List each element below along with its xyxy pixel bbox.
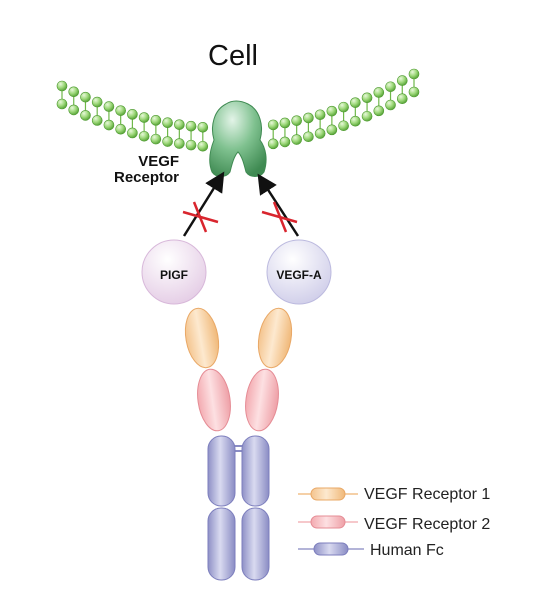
lipid-head (80, 110, 91, 121)
lipid-head (373, 105, 385, 117)
lipid-head (408, 86, 420, 98)
lipid-head (267, 119, 279, 131)
receptor-label: VEGF Receptor (114, 154, 179, 186)
lipid-head (115, 123, 126, 135)
legend-swatch-receptor2-icon (298, 515, 358, 529)
lipid-head (396, 75, 408, 86)
blocked-cross-left-icon (182, 201, 219, 233)
lipid-head (174, 138, 185, 149)
lipid-head (162, 136, 173, 147)
vegf-receptor1-domain-left (184, 307, 220, 369)
lipid-head (303, 131, 314, 143)
ligand-vegfa-label: VEGF-A (276, 268, 322, 282)
lipid-head (56, 98, 68, 110)
lipid-head (138, 112, 150, 123)
legend-label-fc: Human Fc (370, 542, 444, 559)
lipid-head (68, 86, 80, 98)
lipid-head (350, 115, 361, 127)
lipid-head (338, 101, 349, 113)
lipid-head (138, 130, 150, 142)
legend-swatch-fc-icon (298, 542, 364, 556)
lipid-head (197, 121, 209, 133)
lipid-head (91, 96, 103, 108)
lipid-head (326, 124, 338, 136)
diagram-title: Cell (208, 40, 258, 72)
receptor-icon (209, 100, 267, 177)
lipid-head (326, 105, 338, 117)
lipid-head (68, 104, 80, 116)
ligand-vegfa-icon (266, 239, 332, 305)
receptor-label-line2: Receptor (114, 169, 180, 186)
lipid-head (80, 91, 91, 103)
lipid-head (303, 112, 314, 124)
lipid-head (197, 140, 209, 152)
lipid-head (408, 68, 420, 80)
lipid-head (314, 128, 326, 139)
legend-label-receptor2: VEGF Receptor 2 (364, 516, 491, 533)
lipid-head (385, 81, 396, 93)
lipid-head (361, 92, 373, 104)
lipid-head (162, 117, 173, 129)
lipid-head (291, 115, 302, 126)
lipid-head (185, 139, 197, 151)
blocked-cross-right-icon (261, 201, 298, 233)
lipid-head (103, 119, 115, 131)
arrow-left-icon (182, 171, 225, 237)
ligand-pigf-label: PIGF (159, 268, 188, 282)
lipid-head (373, 87, 385, 98)
lipid-head (150, 115, 162, 126)
lipid-head (361, 110, 373, 122)
lipid-head (103, 101, 115, 112)
receptor-label-line1: VEGF (138, 153, 180, 170)
lipid-head (279, 136, 291, 148)
legend-label-receptor1: VEGF Receptor 1 (364, 486, 491, 503)
lipid-head (174, 119, 185, 130)
lipid-head (127, 109, 138, 120)
lipid-head (185, 120, 197, 132)
lipid-head (279, 117, 291, 129)
lipid-head (385, 99, 396, 111)
lipid-head (56, 80, 68, 92)
lipid-head (350, 97, 361, 108)
arrow-right-icon (257, 173, 300, 237)
lipid-head (396, 93, 408, 105)
lipid-head (267, 138, 279, 150)
ligand-pigf-icon (141, 239, 207, 305)
lipid-head (127, 127, 138, 139)
fc-domain-icon (207, 435, 270, 581)
vegf-receptor1-domain-right (257, 307, 293, 369)
lipid-head (338, 120, 349, 132)
lipid-bilayer-icon (56, 68, 420, 152)
vegf-receptor2-domain-right (245, 368, 279, 432)
legend-swatch-receptor1-icon (298, 487, 358, 501)
lipid-head (314, 109, 326, 121)
lipid-head (115, 105, 126, 116)
lipid-head (150, 133, 162, 145)
lipid-head (291, 134, 302, 145)
lipid-head (91, 115, 103, 126)
vegf-receptor2-domain-left (197, 368, 231, 432)
